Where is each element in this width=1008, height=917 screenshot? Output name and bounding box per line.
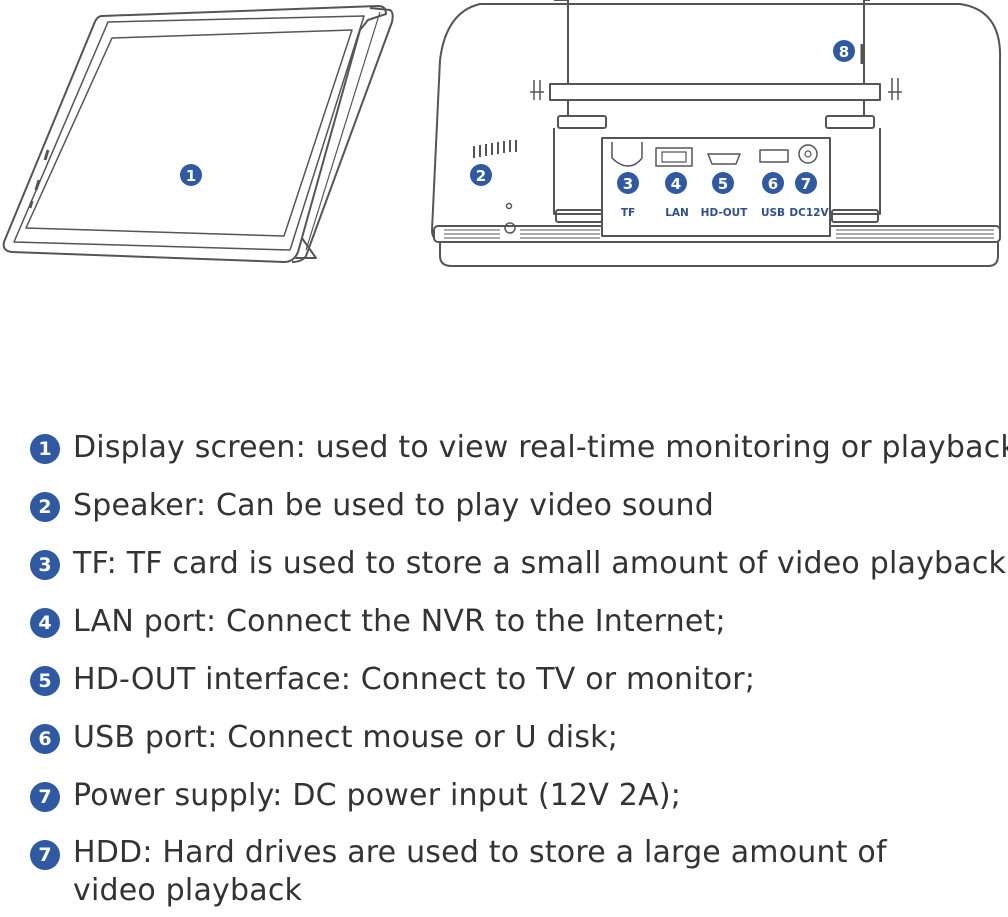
number-badge: 7 bbox=[30, 840, 60, 870]
legend-item: 4 LAN port: Connect the NVR to the Inter… bbox=[30, 602, 1008, 660]
callout-speaker: 2 bbox=[470, 164, 492, 186]
number-badge: 7 bbox=[30, 782, 60, 812]
callout-hdd: 8 bbox=[833, 40, 855, 62]
legend-text: Power supply: DC power input (12V 2A); bbox=[73, 778, 682, 813]
legend-item: 7 HDD: Hard drives are used to store a l… bbox=[30, 834, 1008, 914]
speaker-grille bbox=[473, 140, 517, 158]
legend-text: TF: TF card is used to store a small amo… bbox=[73, 546, 1007, 581]
svg-text:1: 1 bbox=[186, 167, 196, 185]
rear-view bbox=[431, 0, 1002, 267]
svg-text:6: 6 bbox=[768, 175, 778, 193]
number-badge: 5 bbox=[30, 666, 60, 696]
legend-item: 2 Speaker: Can be used to play video sou… bbox=[30, 486, 1008, 544]
callout-screen: 1 bbox=[180, 164, 202, 186]
port-label-usb: USB bbox=[761, 207, 785, 219]
svg-text:8: 8 bbox=[839, 43, 849, 61]
svg-text:7: 7 bbox=[801, 175, 811, 193]
legend-item: 1 Display screen: used to view real-time… bbox=[30, 428, 1008, 486]
number-badge: 2 bbox=[30, 492, 60, 522]
legend-list: 1 Display screen: used to view real-time… bbox=[30, 428, 1008, 914]
legend-item: 5 HD-OUT interface: Connect to TV or mon… bbox=[30, 660, 1008, 718]
legend-text: HD-OUT interface: Connect to TV or monit… bbox=[73, 662, 756, 697]
svg-text:3: 3 bbox=[623, 175, 633, 193]
port-label-tf: TF bbox=[621, 207, 635, 219]
port-label-dc: DC12V bbox=[789, 207, 829, 219]
port-label-hdout: HD-OUT bbox=[701, 207, 749, 219]
number-badge: 6 bbox=[30, 724, 60, 754]
legend-text: Display screen: used to view real-time m… bbox=[73, 430, 1008, 465]
number-badge: 4 bbox=[30, 608, 60, 638]
number-badge: 1 bbox=[30, 434, 60, 464]
svg-text:2: 2 bbox=[476, 167, 486, 185]
callout-lan: 4 bbox=[665, 172, 687, 194]
legend-text: Speaker: Can be used to play video sound bbox=[73, 488, 714, 523]
svg-text:5: 5 bbox=[718, 175, 728, 193]
legend-item: 7 Power supply: DC power input (12V 2A); bbox=[30, 776, 1008, 834]
port-label-lan: LAN bbox=[665, 207, 689, 219]
callout-usb: 6 bbox=[762, 172, 784, 194]
legend-text: USB port: Connect mouse or U disk; bbox=[73, 720, 619, 755]
legend-text: HDD: Hard drives are used to store a lar… bbox=[73, 835, 887, 908]
front-view bbox=[2, 5, 394, 263]
legend-item: 3 TF: TF card is used to store a small a… bbox=[30, 544, 1008, 602]
callout-dc: 7 bbox=[795, 172, 817, 194]
callout-tf: 3 bbox=[617, 172, 639, 194]
legend-item: 6 USB port: Connect mouse or U disk; bbox=[30, 718, 1008, 776]
svg-text:4: 4 bbox=[671, 175, 681, 193]
device-diagram: 1 2 8 3 4 5 6 7 TF LAN HD-OUT USB DC12V bbox=[2, 0, 1002, 267]
base-vents bbox=[444, 229, 994, 239]
callout-hdout: 5 bbox=[712, 172, 734, 194]
legend-text: LAN port: Connect the NVR to the Interne… bbox=[73, 604, 726, 639]
number-badge: 3 bbox=[30, 550, 60, 580]
